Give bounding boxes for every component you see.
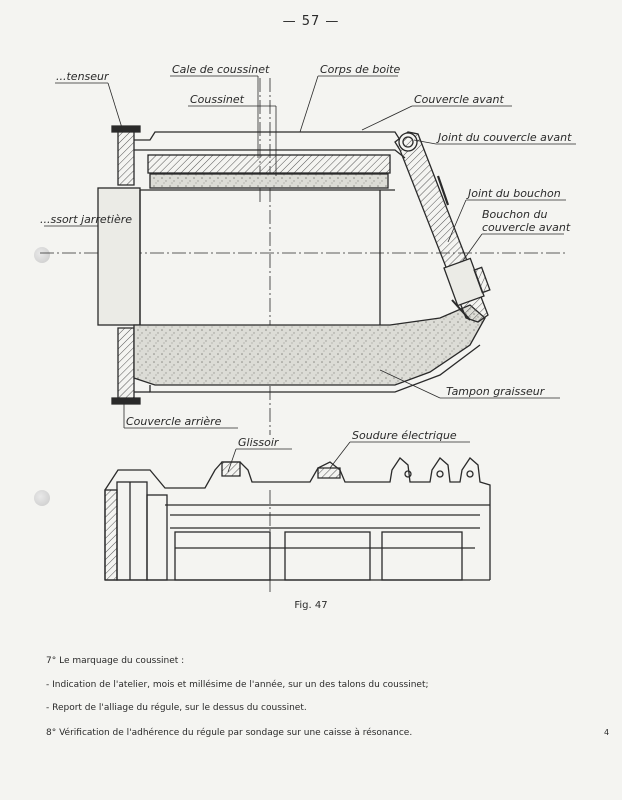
text-line-3: - Report de l'alliage du régule, sur le … xyxy=(46,703,307,713)
leader-lines xyxy=(44,75,576,473)
label-bouchon-line-2: couvercle avant xyxy=(482,221,571,234)
label-ressort-jarretiere: ...ssort jarretière xyxy=(40,213,132,226)
text-line-4: 8° Vérification de l'adhérence du régule… xyxy=(46,728,413,738)
stray-mark: 4 xyxy=(604,728,610,737)
figure-caption: Fig. 47 xyxy=(294,600,328,611)
label-tampon-graisseur: Tampon graisseur xyxy=(446,385,546,398)
page-number: — 57 — xyxy=(282,14,340,29)
label-glissoir: Glissoir xyxy=(238,436,280,449)
text-line-1: 7° Le marquage du coussinet : xyxy=(46,656,185,666)
label-cale-de-coussinet: Cale de coussinet xyxy=(172,63,270,76)
punch-hole-top xyxy=(34,247,50,263)
label-bouchon-du-couvercle-avant: Bouchon du couvercle avant xyxy=(482,208,571,234)
label-joint-du-bouchon: Joint du bouchon xyxy=(466,187,561,200)
label-couvercle-avant: Couvercle avant xyxy=(414,93,505,106)
technical-drawing: ...tenseur Cale de coussinet Corps de bo… xyxy=(40,63,576,592)
label-joint-du-couvercle-avant: Joint du couvercle avant xyxy=(436,131,572,144)
punch-hole-bottom xyxy=(34,490,50,506)
label-corps-de-boite: Corps de boite xyxy=(320,63,400,76)
label-soudure-electrique: Soudure électrique xyxy=(352,429,457,442)
label-bouchon-line-1: Bouchon du xyxy=(482,208,547,221)
axle-box-side-view xyxy=(104,457,491,592)
label-tenseur: ...tenseur xyxy=(56,70,110,83)
label-couvercle-arriere: Couvercle arrière xyxy=(126,415,222,428)
text-line-2: - Indication de l'atelier, mois et millé… xyxy=(46,680,429,690)
label-coussinet: Coussinet xyxy=(190,93,245,106)
axle-box-section xyxy=(40,78,565,435)
